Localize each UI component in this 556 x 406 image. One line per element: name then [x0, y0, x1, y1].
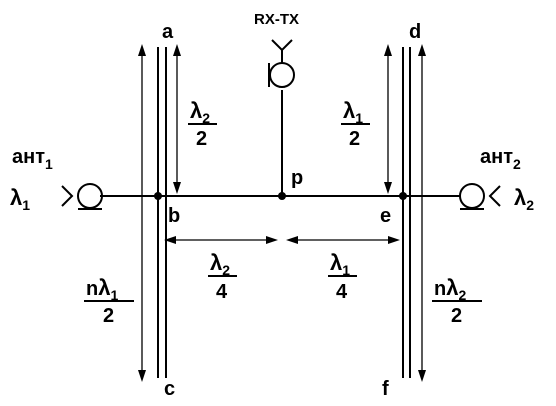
svg-text:λ1: λ1 — [330, 250, 350, 278]
svg-text:2: 2 — [103, 305, 114, 327]
svg-text:2: 2 — [349, 128, 360, 150]
svg-text:λ1: λ1 — [343, 98, 363, 126]
junction-b — [154, 192, 162, 200]
svg-text:2: 2 — [451, 305, 462, 327]
label-p: p — [291, 167, 303, 189]
svg-text:4: 4 — [216, 281, 228, 303]
svg-text:nλ2: nλ2 — [434, 275, 466, 303]
junction-p — [278, 192, 286, 200]
label-b: b — [168, 205, 180, 227]
svg-text:4: 4 — [336, 281, 348, 303]
fraction-bc: nλ1 2 — [84, 275, 134, 327]
antenna1-connector-icon — [61, 183, 103, 210]
svg-text:2: 2 — [196, 128, 207, 150]
fraction-ab: λ2 2 — [188, 98, 217, 150]
label-e: e — [380, 205, 391, 227]
svg-text:λ2: λ2 — [210, 250, 230, 278]
junction-e — [399, 192, 407, 200]
label-c: c — [164, 378, 175, 400]
fraction-ef: nλ2 2 — [432, 275, 482, 327]
label-a: a — [162, 21, 174, 43]
label-f: f — [382, 378, 389, 400]
fraction-de: λ1 2 — [341, 98, 370, 150]
antenna2-connector-icon — [459, 183, 501, 210]
fraction-bp: λ2 4 — [208, 250, 237, 303]
antenna1-label: ант1 — [12, 146, 53, 172]
rxtx-label: RX-TX — [254, 11, 299, 28]
antenna1-wavelength: λ1 — [10, 185, 30, 213]
label-d: d — [409, 21, 421, 43]
rxtx-connector-icon — [268, 39, 295, 88]
svg-text:λ2: λ2 — [190, 98, 210, 126]
antenna2-wavelength: λ2 — [514, 185, 534, 213]
antenna2-label: ант2 — [480, 146, 521, 172]
svg-text:nλ1: nλ1 — [86, 275, 118, 303]
fraction-pe: λ1 4 — [328, 250, 357, 303]
